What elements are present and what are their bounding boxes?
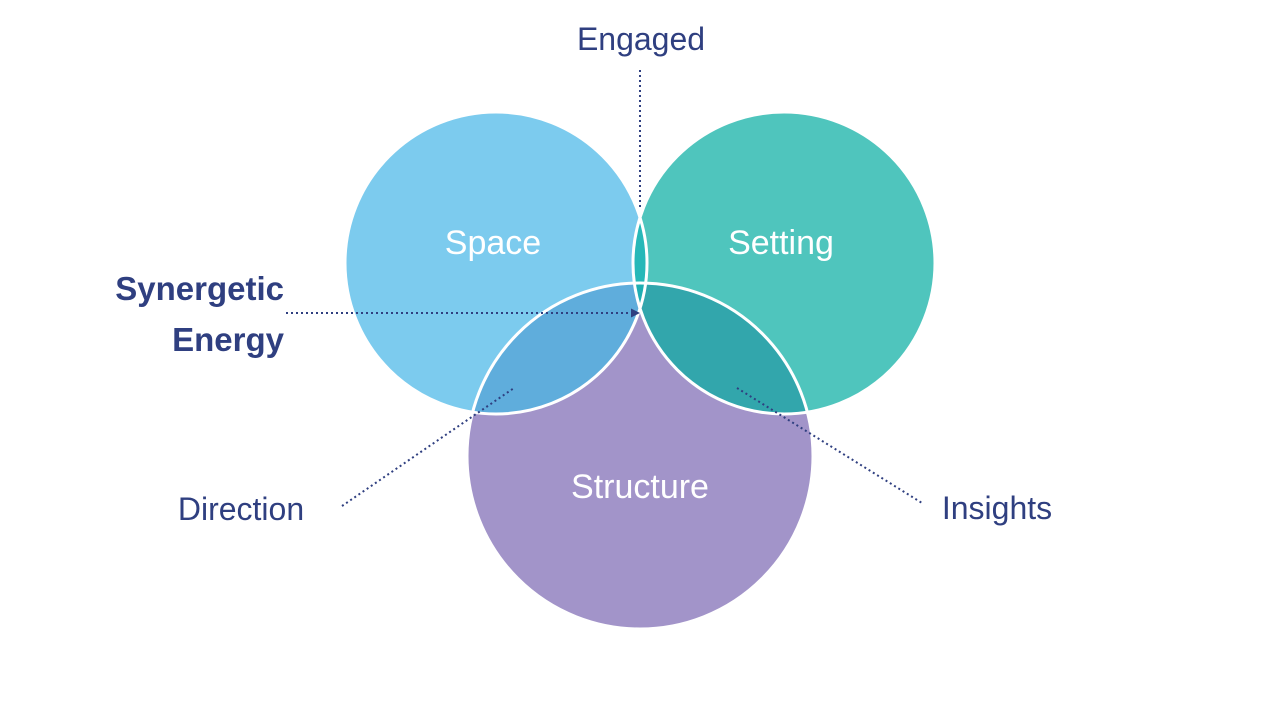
synergetic-label-line2: Energy (172, 321, 285, 358)
space-outline (343, 110, 649, 416)
structure-outline (465, 281, 815, 631)
direction-label: Direction (178, 491, 304, 527)
setting-label: Setting (728, 224, 834, 262)
insights-leader-line (736, 387, 923, 504)
structure-label: Structure (571, 468, 709, 506)
setting-outline (631, 110, 937, 416)
synergetic-arrowhead (631, 308, 640, 318)
space-label: Space (445, 224, 541, 262)
space-structure-overlap (467, 283, 647, 414)
engaged-label: Engaged (577, 21, 705, 57)
setting-structure-overlap (633, 283, 813, 414)
insights-label: Insights (942, 490, 1052, 526)
synergetic-label-line1: Synergetic (115, 270, 284, 307)
circle-outlines (343, 110, 937, 631)
